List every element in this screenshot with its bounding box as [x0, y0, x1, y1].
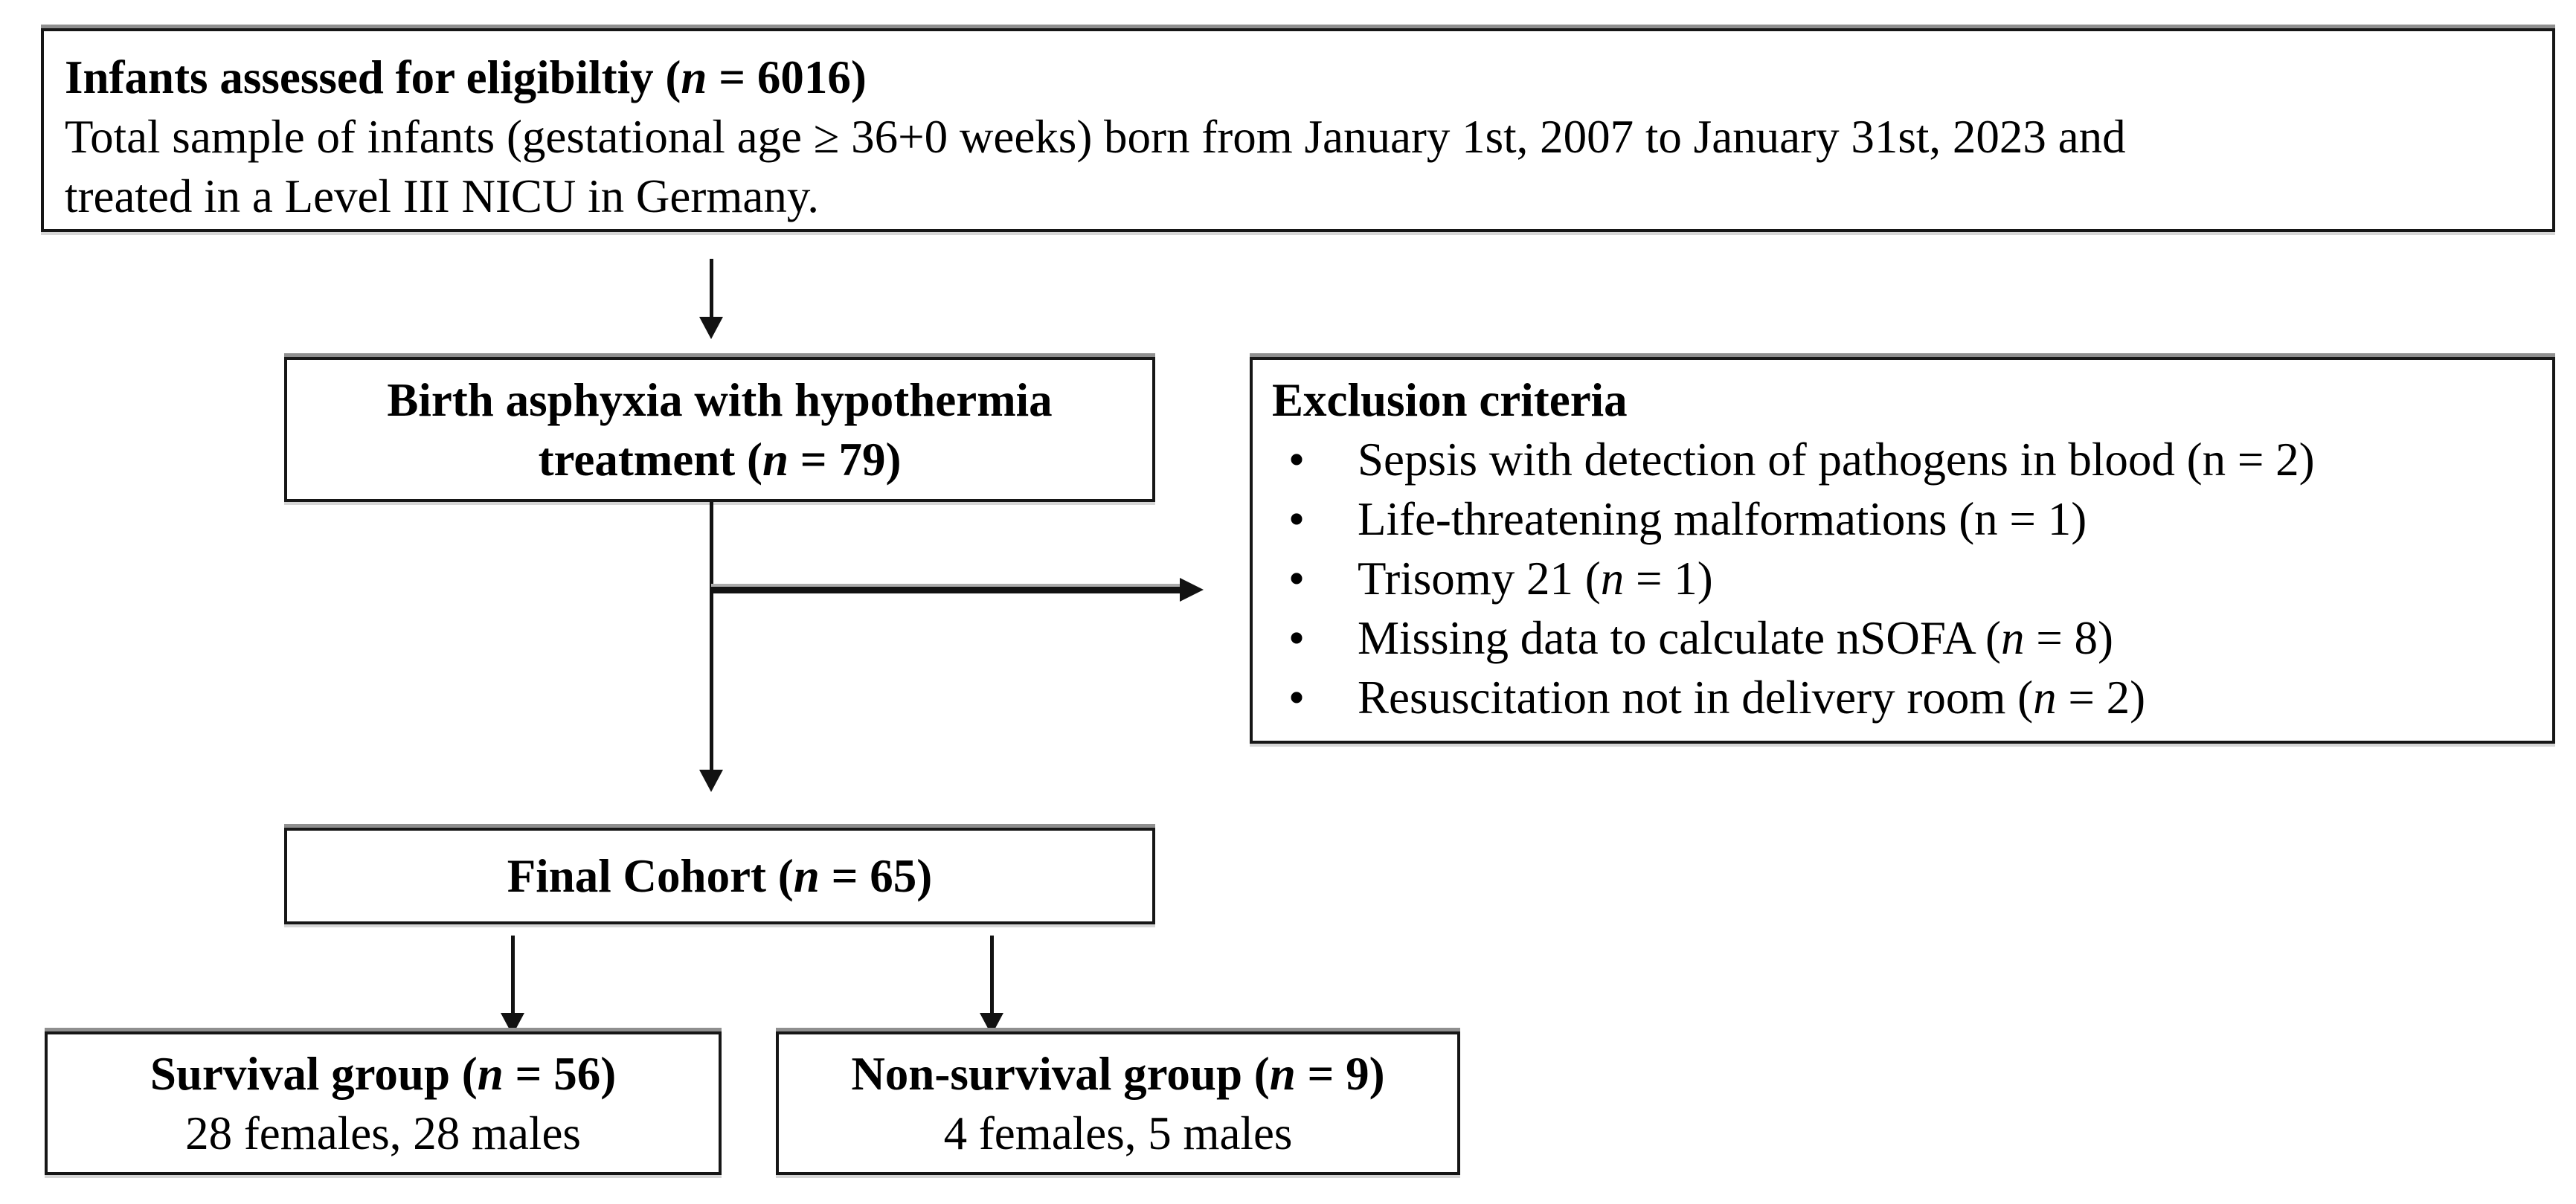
eligibility-title-text: Infants assessed for eligibiltiy (: [65, 51, 681, 103]
arrowhead-right-icon: [1180, 578, 1204, 602]
connector-branch-to-exclusion: [711, 587, 1180, 593]
eligibility-body-line-2: treated in a Level III NICU in Germany.: [65, 170, 819, 222]
exclusion-item: • Missing data to calculate nSOFA (n = 8): [1272, 608, 2534, 668]
eligibility-title-n: n: [681, 51, 707, 103]
non-survival-title-text: Non-survival group (: [851, 1047, 1270, 1100]
survival-title-count: = 56): [503, 1047, 617, 1100]
final-cohort-box: Final Cohort (n = 65): [284, 828, 1155, 924]
exclusion-list: • Sepsis with detection of pathogens in b…: [1272, 430, 2534, 727]
exclusion-item-text: Trisomy 21 (: [1358, 553, 1601, 605]
exclusion-item-n: n: [1600, 553, 1625, 605]
bullet-icon: •: [1288, 493, 1305, 545]
exclusion-item-text: Missing data to calculate nSOFA (: [1358, 612, 2001, 664]
eligibility-body-line-1: Total sample of infants (gestational age…: [65, 111, 2126, 163]
exclusion-item-n: n: [2000, 612, 2025, 664]
eligibility-title-count: = 6016): [707, 51, 867, 103]
exclusion-item: • Life-threatening malformations (n = 1): [1272, 489, 2534, 549]
survival-title-n: n: [477, 1047, 504, 1100]
bullet-icon: •: [1288, 672, 1305, 724]
non-survival-subtitle: 4 females, 5 males: [943, 1107, 1293, 1159]
final-cohort-title-text: Final Cohort (: [507, 850, 794, 902]
connector-final-to-survival: [511, 936, 515, 1013]
asphyxia-line-1: Birth asphyxia with hypothermia: [387, 373, 1053, 426]
asphyxia-line-2: treatment (n = 79): [539, 430, 902, 489]
exclusion-item: • Resuscitation not in delivery room (n =…: [1272, 668, 2534, 727]
arrowhead-down-icon: [699, 317, 723, 339]
exclusion-item-count: = 2): [2056, 672, 2146, 724]
connector-eligibility-to-asphyxia: [710, 259, 713, 317]
exclusion-item-text: Life-threatening malformations (n = 1): [1358, 493, 2087, 545]
bullet-icon: •: [1288, 612, 1305, 664]
connector-final-to-nonsurvival: [990, 936, 994, 1013]
exclusion-item: • Trisomy 21 (n = 1): [1272, 549, 2534, 608]
bullet-icon: •: [1288, 553, 1305, 605]
connector-asphyxia-to-final: [710, 502, 713, 770]
bullet-icon: •: [1288, 434, 1305, 486]
asphyxia-line-2-count: = 79): [788, 433, 902, 486]
survival-box: Survival group (n = 56) 28 females, 28 m…: [45, 1031, 722, 1175]
survival-subtitle: 28 females, 28 males: [185, 1107, 581, 1159]
final-cohort-title: Final Cohort (n = 65): [507, 846, 932, 906]
non-survival-title: Non-survival group (n = 9): [851, 1044, 1384, 1104]
survival-title: Survival group (n = 56): [150, 1044, 616, 1104]
exclusion-item-text: Resuscitation not in delivery room (: [1358, 672, 2034, 724]
exclusion-item-count: = 1): [1624, 553, 1713, 605]
survival-title-text: Survival group (: [150, 1047, 478, 1100]
exclusion-item-count: = 8): [2024, 612, 2113, 664]
non-survival-title-n: n: [1269, 1047, 1296, 1100]
arrowhead-down-icon: [699, 770, 723, 792]
exclusion-item-text: Sepsis with detection of pathogens in bl…: [1358, 434, 2315, 486]
non-survival-box: Non-survival group (n = 9) 4 females, 5 …: [776, 1031, 1460, 1175]
final-cohort-title-n: n: [793, 850, 820, 902]
eligibility-box: Infants assessed for eligibiltiy (n = 60…: [41, 28, 2555, 232]
exclusion-item-n: n: [2033, 672, 2057, 724]
final-cohort-title-count: = 65): [819, 850, 933, 902]
exclusion-box: Exclusion criteria • Sepsis with detectio…: [1250, 357, 2555, 744]
exclusion-item: • Sepsis with detection of pathogens in b…: [1272, 430, 2534, 489]
exclusion-heading: Exclusion criteria: [1272, 374, 1628, 426]
eligibility-title: Infants assessed for eligibiltiy (n = 60…: [65, 48, 2533, 107]
asphyxia-box: Birth asphyxia with hypothermia treatmen…: [284, 357, 1155, 502]
non-survival-title-count: = 9): [1295, 1047, 1385, 1100]
asphyxia-line-2-text: treatment (: [538, 433, 762, 486]
asphyxia-line-2-n: n: [762, 433, 789, 486]
